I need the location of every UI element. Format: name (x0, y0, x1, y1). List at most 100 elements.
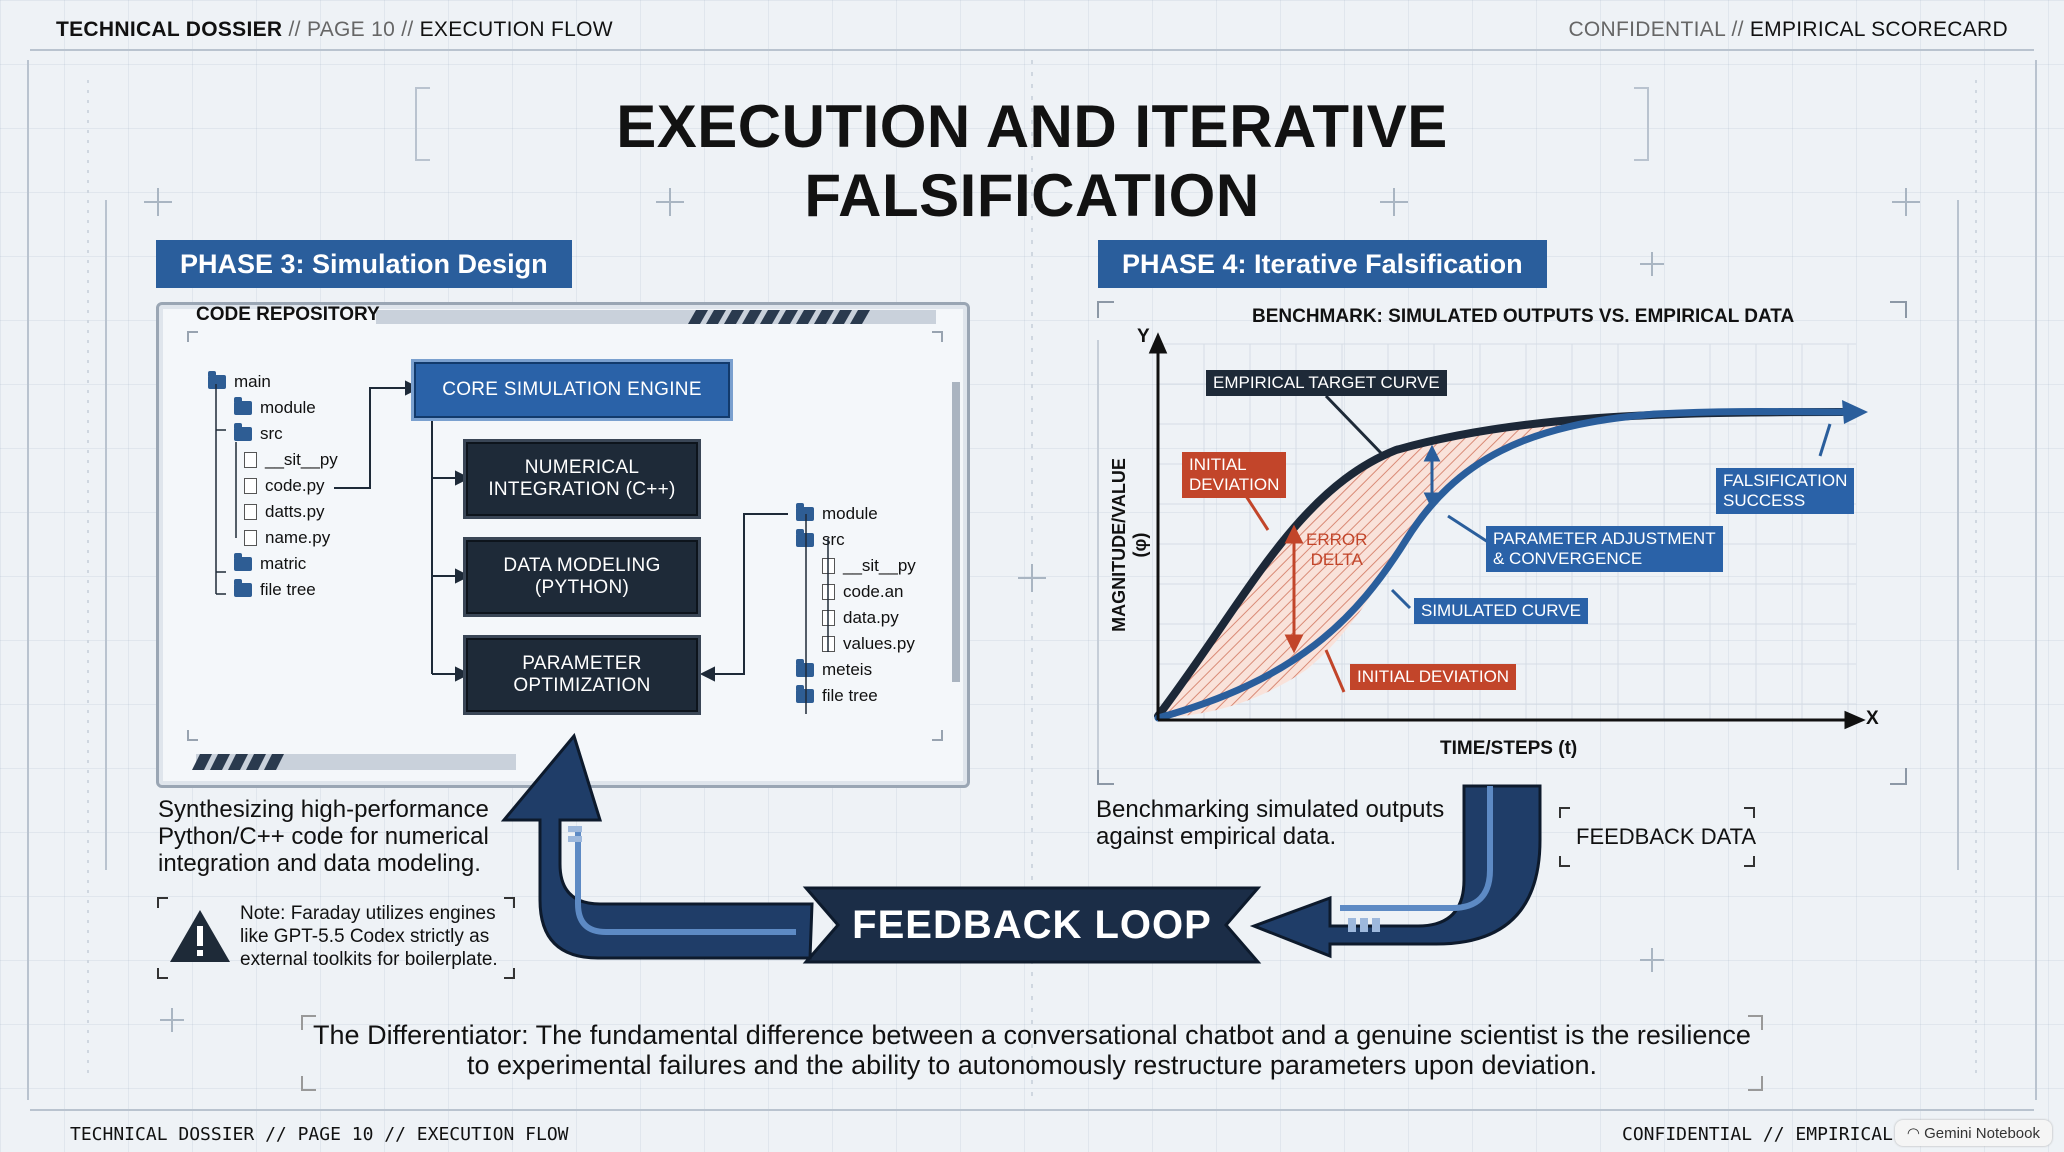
phase3-caption-line2: Python/C++ code for numerical (158, 823, 489, 850)
header-section: EXECUTION FLOW (419, 18, 613, 41)
repo-frame-decor (187, 310, 960, 770)
tree-left-item: name.py (244, 528, 330, 548)
tree-right-item: module (796, 503, 878, 524)
label-simulated-curve: SIMULATED CURVE (1414, 598, 1588, 624)
tree-left-item-label: src (260, 424, 283, 443)
initial-deviation-line2: DEVIATION (1189, 475, 1280, 494)
differentiator-frame (301, 1015, 1763, 1091)
feedback-loop-label: FEEDBACK LOOP (852, 903, 1212, 947)
phase4-tab: PHASE 4: Iterative Falsification (1098, 240, 1547, 288)
tree-left-item: code.py (244, 476, 325, 496)
chart-title: BENCHMARK: SIMULATED OUTPUTS VS. EMPIRIC… (1252, 306, 1795, 327)
header-sep: // (1731, 18, 1744, 41)
tree-left-item-label: main (234, 372, 271, 391)
chart-axes (1148, 332, 1866, 730)
callout-pointers (1324, 394, 1384, 456)
gemini-notebook-badge: ◠ Gemini Notebook (1894, 1120, 2052, 1146)
tree-right-item-label: module (822, 504, 878, 523)
file-icon (244, 478, 257, 494)
phase4-caption-line1: Benchmarking simulated outputs (1096, 796, 1445, 823)
header-sep: // (401, 18, 414, 41)
label-parameter-adjustment: PARAMETER ADJUSTMENT & CONVERGENCE (1486, 526, 1723, 572)
file-icon (244, 530, 257, 546)
gemini-icon: ◠ (1906, 1125, 1920, 1142)
footer-left: TECHNICAL DOSSIER // PAGE 10 // EXECUTIO… (70, 1124, 569, 1145)
tree-right-item-label: file tree (822, 686, 878, 705)
folder-icon (796, 529, 814, 547)
phase3-caption-line1: Synthesizing high-performance (158, 796, 489, 823)
tree-right-item-label: values.py (843, 634, 915, 653)
tree-left-item-label: module (260, 398, 316, 417)
label-falsification-success: FALSIFICATION SUCCESS (1716, 468, 1855, 514)
curve-arrowhead (1842, 400, 1868, 424)
differentiator-statement: The Differentiator: The fundamental diff… (300, 1020, 1764, 1080)
folder-icon (796, 503, 814, 521)
code-repository-label: CODE REPOSITORY (196, 304, 380, 325)
tree-left-item: __sit__py (244, 450, 338, 470)
note-line1: Note: Faraday utilizes engines (240, 903, 496, 924)
folder-icon (208, 371, 226, 389)
falsification-line2: SUCCESS (1723, 491, 1806, 510)
differentiator-line2: to experimental failures and the ability… (466, 1050, 1598, 1080)
core-simulation-engine-box: CORE SIMULATION ENGINE (414, 362, 730, 418)
header-sep: // (288, 18, 301, 41)
tree-left-item-label: code.py (265, 476, 325, 495)
note-frame (157, 897, 515, 979)
note-line3: external toolkits for boilerplate. (240, 949, 498, 970)
falsification-line1: FALSIFICATION (1723, 471, 1848, 490)
tree-left-item-label: name.py (265, 528, 331, 547)
tree-left-item: matric (234, 553, 307, 574)
data-modeling-line2: (PYTHON) (534, 577, 630, 598)
parameter-optimization-line1: PARAMETER (522, 653, 642, 674)
header-left: TECHNICAL DOSSIER // PAGE 10 // EXECUTIO… (56, 18, 613, 42)
repo-connectors (215, 380, 829, 714)
folder-icon (796, 685, 814, 703)
tree-right-item-label: __sit__py (843, 556, 916, 575)
folder-icon (234, 579, 252, 597)
data-modeling-line1: DATA MODELING (503, 555, 661, 576)
header-page: PAGE 10 (306, 18, 396, 41)
feedback-data-frame (1559, 807, 1755, 867)
note-line2: like GPT-5.5 Codex strictly as (240, 926, 490, 947)
phase4-caption: Benchmarking simulated outputs against e… (1096, 796, 1476, 850)
label-error-delta: ERROR DELTA (1306, 530, 1367, 570)
tree-left-item: src (234, 423, 283, 444)
label-initial-deviation-top: INITIAL DEVIATION (1182, 452, 1287, 498)
folder-icon (234, 553, 252, 571)
folder-icon (796, 659, 814, 677)
parameter-optimization-line2: OPTIMIZATION (513, 675, 651, 696)
tree-right-item: file tree (796, 685, 878, 706)
file-tree-left: main module src __sit__py code.py datts.py nam… (208, 371, 388, 612)
header-scorecard: EMPIRICAL SCORECARD (1749, 18, 2008, 41)
warning-icon (170, 910, 230, 962)
initial-deviation-line1: INITIAL (1189, 455, 1247, 474)
phase3-caption: Synthesizing high-performance Python/C++… (158, 796, 538, 877)
error-delta-arrow (1284, 524, 1304, 654)
label-empirical-target: EMPIRICAL TARGET CURVE (1206, 370, 1447, 396)
folder-icon (234, 397, 252, 415)
param-adjust-line1: PARAMETER ADJUSTMENT (1493, 529, 1716, 548)
phase3-tab: PHASE 3: Simulation Design (156, 240, 572, 288)
gemini-badge-label: Gemini Notebook (1924, 1125, 2040, 1142)
differentiator-line1: The Differentiator: The fundamental diff… (313, 1020, 1751, 1050)
x-axis-letter: X (1866, 708, 1879, 729)
tree-left-item-label: matric (260, 554, 307, 573)
tree-right-item-label: meteis (822, 660, 873, 679)
tree-left-item: datts.py (244, 502, 325, 522)
tree-left-item-label: datts.py (265, 502, 325, 521)
param-adjust-line2: & CONVERGENCE (1493, 549, 1643, 568)
header-confidential: CONFIDENTIAL (1568, 18, 1726, 41)
label-initial-deviation-bottom: INITIAL DEVIATION (1350, 664, 1517, 690)
phase3-caption-line3: integration and data modeling. (158, 850, 481, 877)
header-title: TECHNICAL DOSSIER (56, 18, 283, 41)
page-title: EXECUTION AND ITERATIVE FALSIFICATION (616, 93, 1448, 229)
file-icon (244, 452, 257, 468)
tree-left-item-label: __sit__py (265, 450, 338, 469)
tree-left-item: file tree (234, 579, 316, 600)
error-delta-line1: ERROR (1306, 530, 1368, 549)
footer-right: CONFIDENTIAL // EMPIRICAL (1622, 1124, 1893, 1145)
